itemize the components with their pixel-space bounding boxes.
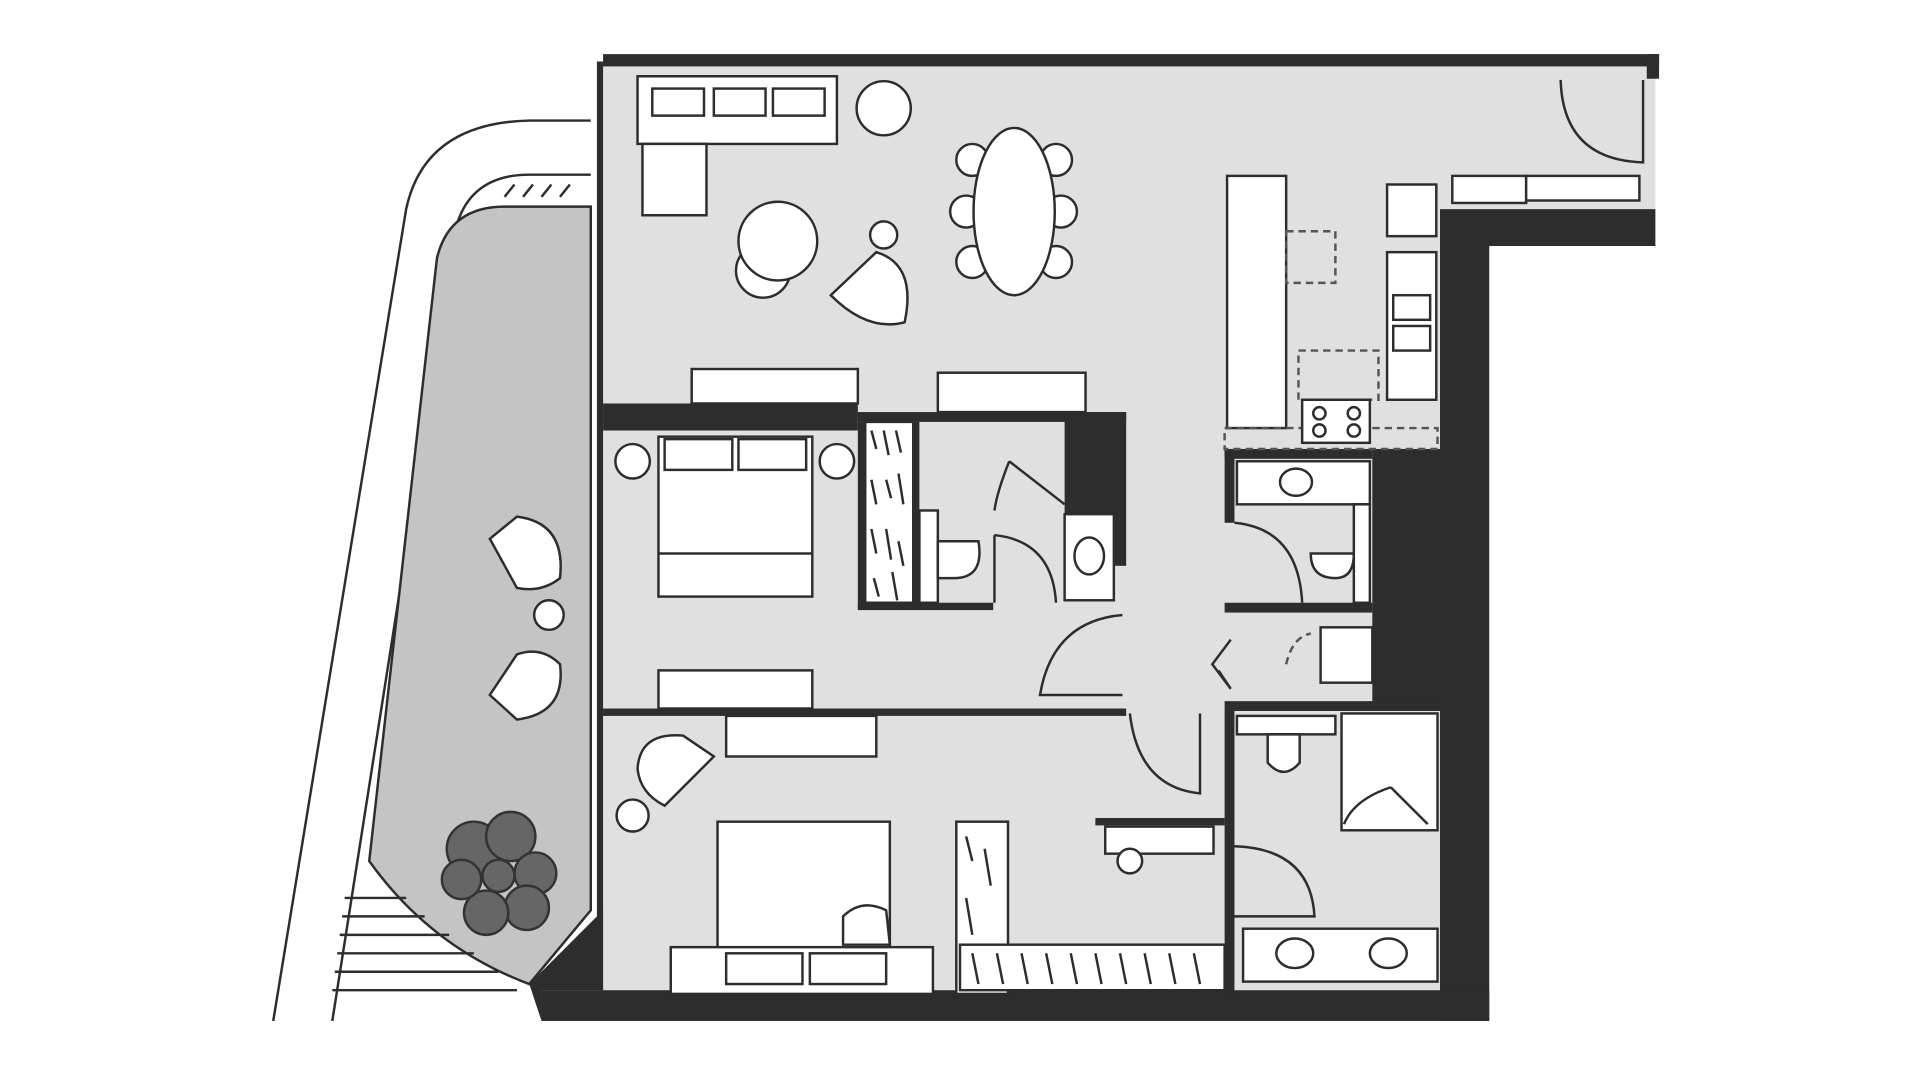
door-swing-icon	[1234, 845, 1316, 918]
tv-unit	[690, 367, 860, 405]
door-swing-icon	[1210, 638, 1232, 690]
armchair-icon	[488, 650, 562, 721]
sofa-icon	[636, 75, 839, 217]
bedroom-1	[614, 420, 1123, 710]
side-table-icon	[855, 79, 912, 137]
basin-icon	[1368, 937, 1408, 970]
bedroom-2	[615, 713, 1226, 996]
plant-icon	[440, 810, 558, 937]
basin-icon	[1275, 937, 1315, 970]
toilet-icon	[1266, 733, 1301, 774]
door-swing-icon	[1234, 521, 1304, 603]
entry-door[interactable]	[1451, 79, 1645, 205]
sink-icon	[1392, 293, 1432, 322]
cooktop-icon	[1300, 398, 1372, 445]
armchair-icon	[488, 515, 562, 591]
walls	[529, 54, 1660, 1021]
door-swing-icon	[1038, 613, 1123, 697]
coffee-table-icon	[734, 200, 899, 299]
door-swing-icon	[993, 533, 1058, 603]
basin-icon	[1278, 467, 1314, 497]
console	[936, 371, 1087, 414]
toilet-icon	[936, 540, 981, 580]
door-swing-icon	[1128, 713, 1202, 795]
dining-table-icon	[948, 126, 1079, 297]
armchair-icon	[829, 250, 909, 326]
kitchen	[1223, 174, 1439, 451]
armchair-icon	[636, 734, 716, 808]
wardrobe-icon	[864, 420, 915, 604]
wardrobe-icon	[955, 820, 1226, 996]
basin-icon	[1073, 536, 1106, 576]
bathrooms	[1210, 460, 1439, 983]
balcony-furniture	[440, 515, 565, 937]
